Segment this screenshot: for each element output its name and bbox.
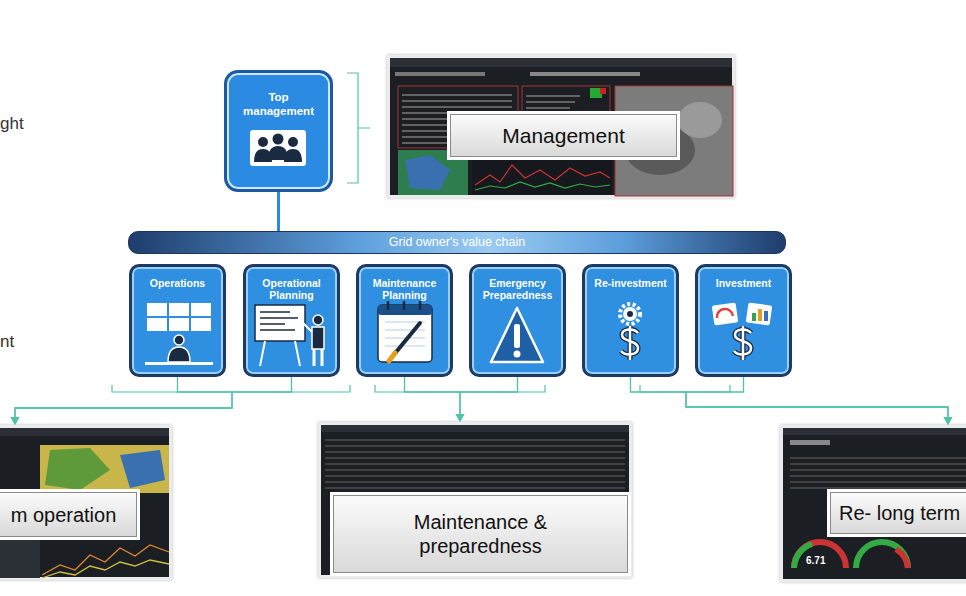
connector [631,377,953,425]
arrow-head [456,414,465,422]
gauge-value: 6.71 [806,555,825,566]
connector-line [686,377,948,419]
node-label: Top management [241,90,316,118]
connector [278,192,279,231]
connector-line [15,377,232,419]
connector-line [15,377,292,419]
screen-label: Maintenance & preparedness [333,495,628,573]
process-box: Emergency Preparedness [469,264,566,377]
node-label: Grid owner's value chain [129,232,785,252]
node-label: Maintenance Planning [363,277,446,301]
process-box: Re-investment [582,264,679,377]
node-label: Operations [136,277,219,289]
node-label: Investment [702,277,785,289]
node-label: Emergency Preparedness [476,277,559,301]
screen-label: Re- long term [830,492,966,534]
dashboard-screenshot: Maintenance & preparedness [318,422,632,578]
connector [11,377,233,425]
arrow-head [944,417,953,425]
screen-label: Management [450,114,677,157]
cut-off-text: ght [0,114,24,134]
dashboard-screenshot: Management [387,55,735,198]
node-label: Re-investment [589,277,672,289]
connector-line [631,377,949,419]
arrow-head [456,414,465,422]
value-chain-band: Grid owner's value chain [128,231,786,254]
arrow-head [11,417,20,425]
node-label: Operational Planning [250,277,333,301]
screen-label: m operation [0,492,137,537]
bracket [112,385,730,392]
process-box: Operational Planning [243,264,340,377]
connector-line [405,377,461,416]
cut-off-text: nt [0,332,14,352]
connector-line [277,192,280,231]
connector [456,377,518,422]
connector-line [460,377,518,416]
connector [405,377,465,422]
process-box: Maintenance Planning [356,264,453,377]
bracket [347,73,370,183]
process-box: Operations [129,264,226,377]
arrow-head [944,417,953,425]
arrow-head [11,417,20,425]
management-box: Top management [224,70,333,192]
dashboard-screenshot: m operation [0,425,172,580]
connector [686,377,953,425]
white-panel [110,210,810,390]
connector [11,377,292,425]
process-box: Investment [695,264,792,377]
